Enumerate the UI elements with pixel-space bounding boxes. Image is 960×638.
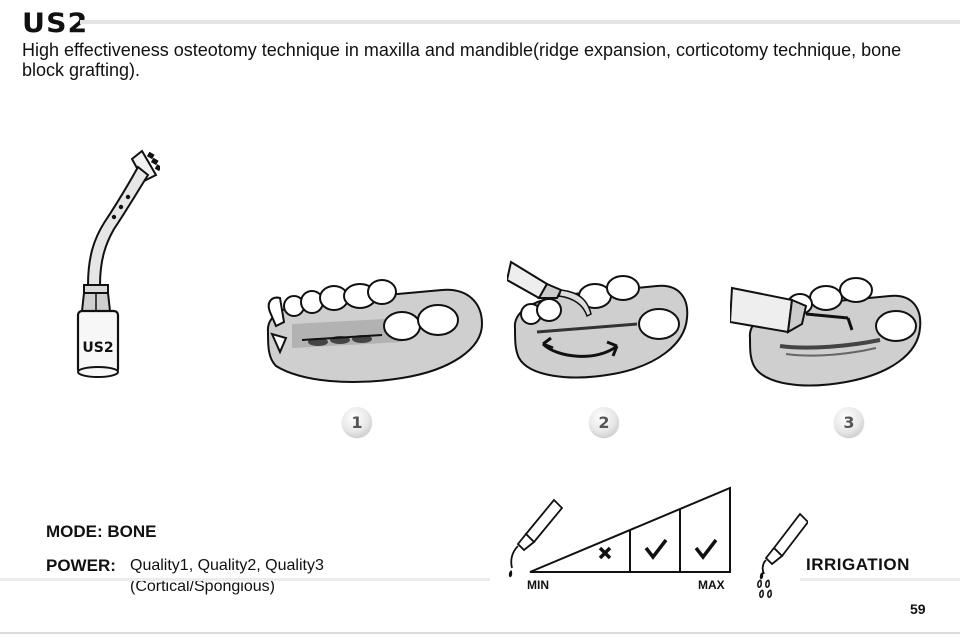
irrigation-drops-icon <box>748 512 810 602</box>
step-number-2: 2 <box>589 407 619 437</box>
power-level-chart <box>500 486 740 598</box>
jaw-bone-block-step-3-icon <box>728 266 922 402</box>
step-number-1: 1 <box>342 407 372 437</box>
power-max-label: MAX <box>698 578 725 592</box>
power-level-check-icon <box>694 538 718 560</box>
power-level-check-icon <box>644 538 668 560</box>
jaw-osteotomy-step-1-icon <box>262 272 484 402</box>
page-title: US2 <box>22 8 89 39</box>
power-level-cross-icon <box>598 546 612 560</box>
tip-label: US2 <box>82 340 113 356</box>
description: High effectiveness osteotomy technique i… <box>22 40 902 80</box>
jaw-ridge-expansion-step-2-icon <box>505 258 691 402</box>
bottom-divider-right <box>800 578 960 581</box>
step-number-3: 3 <box>834 407 864 437</box>
power-subtitle: (Cortical/Spongious) <box>130 578 275 595</box>
power-label: POWER: <box>46 556 116 575</box>
page-bottom-divider <box>0 632 960 634</box>
ultrasonic-tip-icon: US2 <box>70 145 162 385</box>
power-value: Quality1, Quality2, Quality3 <box>130 557 324 574</box>
page-number: 59 <box>910 601 926 617</box>
title-divider <box>80 20 960 24</box>
irrigation-label: IRRIGATION <box>806 555 910 574</box>
mode-label: MODE: BONE <box>46 522 157 541</box>
power-min-label: MIN <box>527 578 549 592</box>
title-row: US2 <box>22 8 960 39</box>
bottom-divider-left <box>0 578 490 581</box>
handpiece-min-icon <box>508 498 564 578</box>
